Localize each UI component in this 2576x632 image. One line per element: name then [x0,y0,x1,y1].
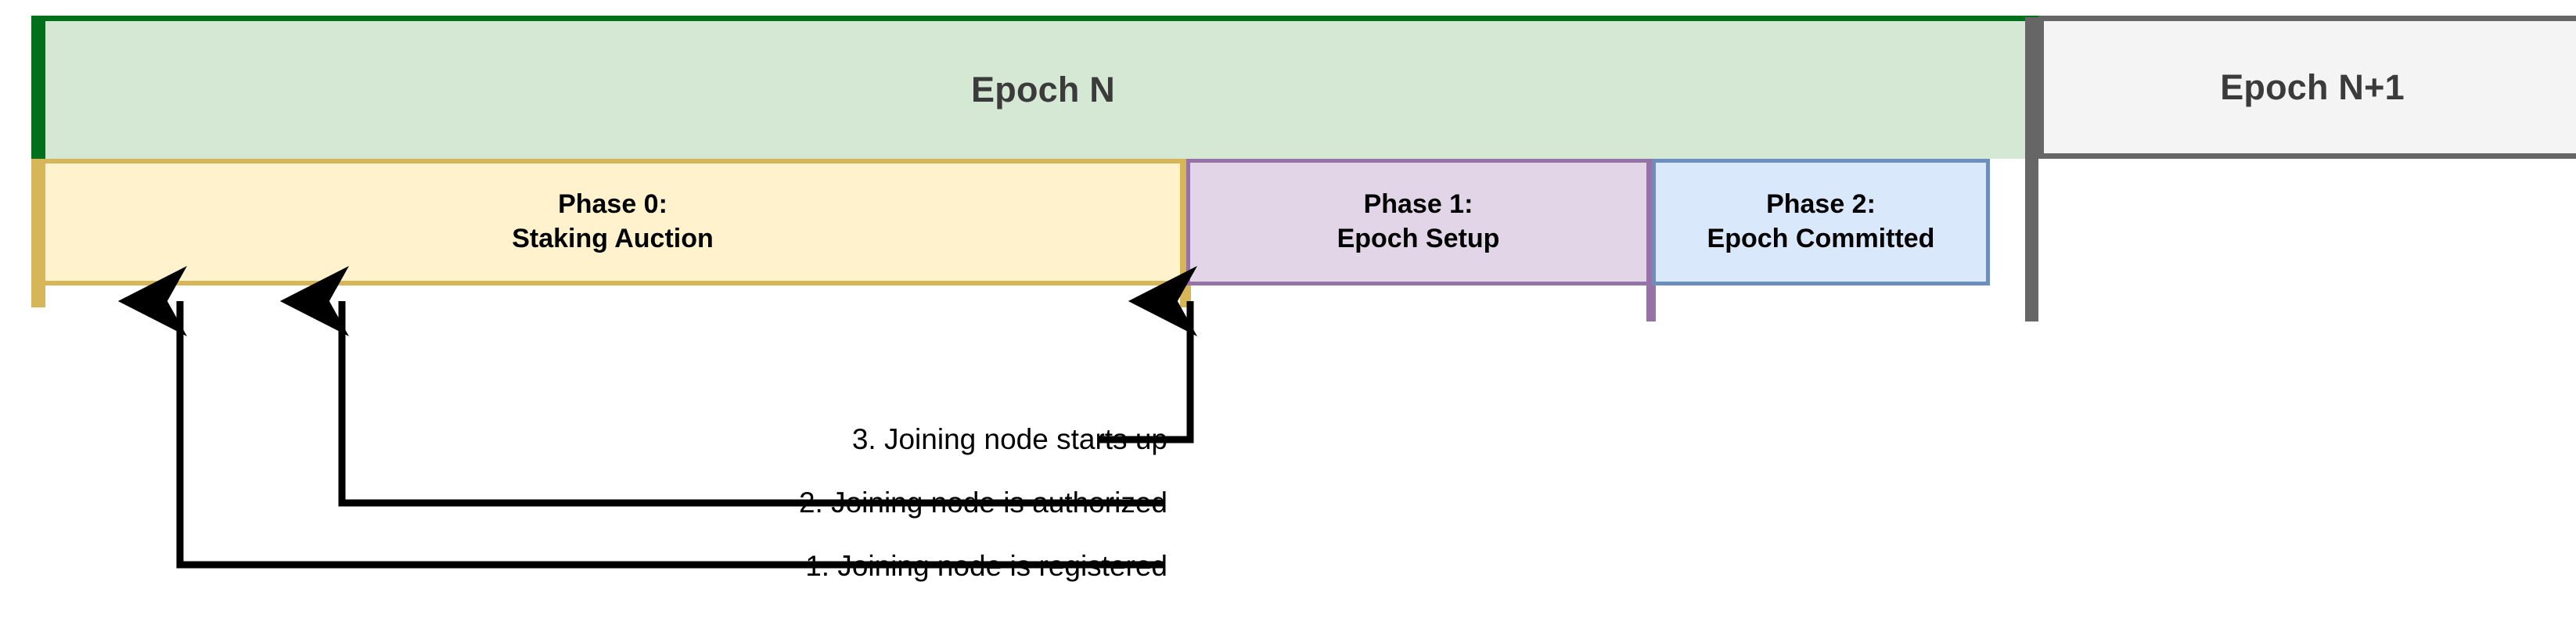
phase-2-name: Epoch Committed [1707,224,1935,253]
epoch-boundary-divider [2025,17,2038,321]
phase-1-name: Epoch Setup [1337,224,1500,253]
phase-0-title: Phase 0: [558,189,667,220]
phase-1-title: Phase 1: [1363,189,1473,220]
callout-line-3 [1099,265,1198,443]
phase-0-box: Phase 0: Staking Auction [31,159,1191,285]
phase-2-box: Phase 2: Epoch Committed [1652,159,1990,285]
callout-label-2: 2. Joining node is authorized [798,487,1167,519]
epoch-n-plus-1-box: Epoch N+1 [2038,16,2576,159]
epoch-n-plus-1-label: Epoch N+1 [2220,66,2405,107]
epoch-n-label: Epoch N [971,70,1115,110]
epoch-n-box: Epoch N [31,16,2041,159]
callout-line-2 [279,265,1165,507]
callout-label-3: 3. Joining node starts up [851,423,1167,455]
phase-2-title: Phase 2: [1766,189,1876,220]
phase-0-name: Staking Auction [512,224,714,253]
phase-1-box: Phase 1: Epoch Setup [1186,159,1656,285]
callout-label-1: 1. Joining node is registered [805,550,1167,582]
